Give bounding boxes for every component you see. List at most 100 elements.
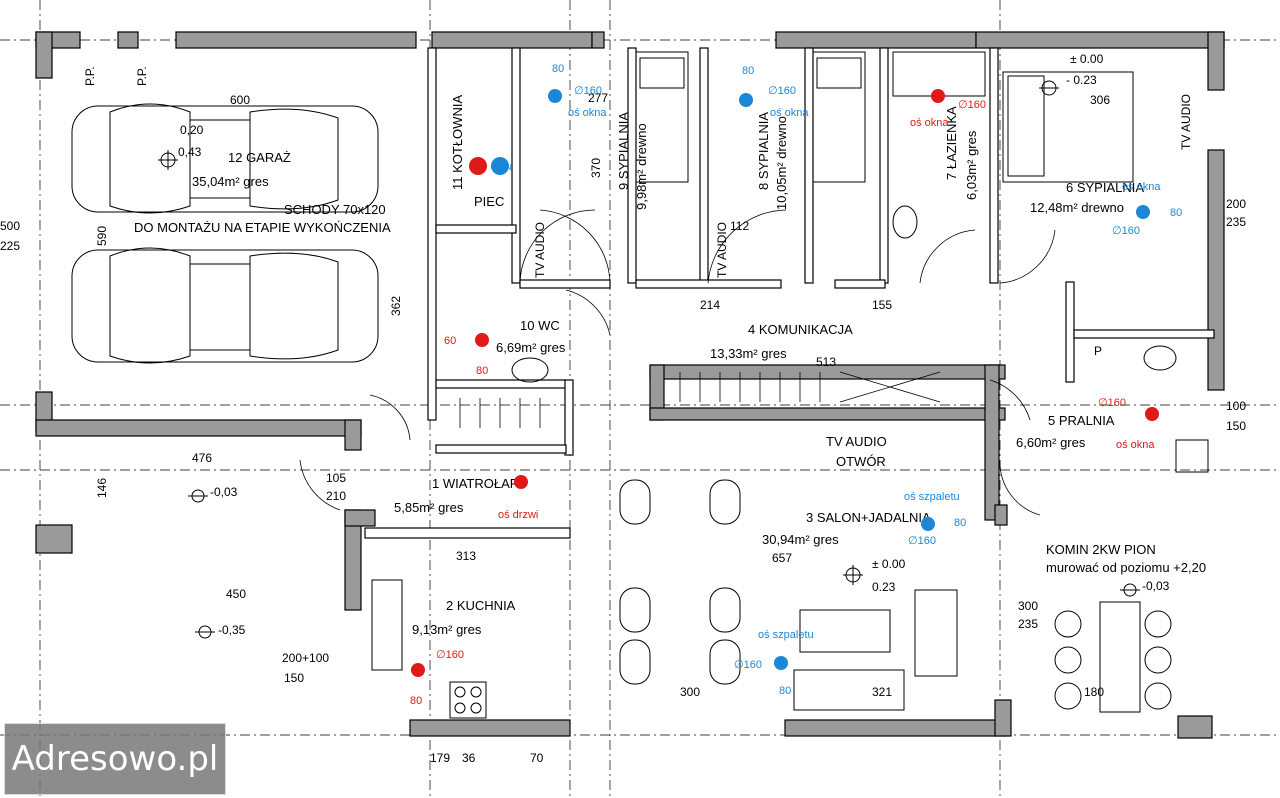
svg-text:300: 300 <box>1018 599 1038 613</box>
room-label-bedroom-9: 9 SYPIALNIA 9,98m² drewno <box>616 112 649 210</box>
level-label: 0.23 <box>872 580 896 594</box>
svg-text:105: 105 <box>326 471 346 485</box>
room-label-bedroom-6: 6 SYPIALNIA 12,48m² drewno <box>1030 180 1144 215</box>
level-label: -0,03 <box>210 485 238 499</box>
svg-text:235: 235 <box>1226 215 1246 229</box>
svg-text:9,98m² drewno: 9,98m² drewno <box>634 123 649 210</box>
svg-text:oś szpaletu: oś szpaletu <box>758 629 814 641</box>
level-label: 0,20 <box>180 123 204 137</box>
svg-text:70: 70 <box>530 751 544 765</box>
svg-text:80: 80 <box>742 65 754 77</box>
svg-text:362: 362 <box>389 296 403 316</box>
note-boiler: PIEC <box>474 194 504 209</box>
svg-text:6 SYPIALNIA: 6 SYPIALNIA <box>1066 180 1144 195</box>
svg-text:370: 370 <box>589 158 603 178</box>
svg-text:6,60m² gres: 6,60m² gres <box>1016 435 1086 450</box>
svg-text:210: 210 <box>326 489 346 503</box>
pipe-markers-red: oś okna oś okna oś drzwi ∅160 ∅160 ∅160 … <box>410 89 1159 707</box>
svg-text:80: 80 <box>1170 207 1182 219</box>
svg-text:4 KOMUNIKACJA: 4 KOMUNIKACJA <box>748 322 853 337</box>
dimension-labels: 600 500 225 590 362 476 146 105 210 450 … <box>0 91 1246 765</box>
level-label: ± 0.00 <box>1070 52 1104 66</box>
svg-text:450: 450 <box>226 587 246 601</box>
svg-text:313: 313 <box>456 549 476 563</box>
chairs <box>619 479 1172 710</box>
svg-text:5,85m² gres: 5,85m² gres <box>394 500 464 515</box>
svg-text:100: 100 <box>1226 399 1246 413</box>
svg-text:oś okna: oś okna <box>1116 439 1155 451</box>
level-label: 0,43 <box>178 145 202 159</box>
svg-text:∅160: ∅160 <box>734 659 762 671</box>
tv-audio-2: TV AUDIO <box>715 222 729 278</box>
svg-text:12,48m² drewno: 12,48m² drewno <box>1030 200 1124 215</box>
tv-audio-1: TV AUDIO <box>533 222 547 278</box>
level-label: -0,35 <box>218 623 246 637</box>
svg-text:oś okna: oś okna <box>770 107 809 119</box>
svg-text:3 SALON+JADALNIA: 3 SALON+JADALNIA <box>806 510 931 525</box>
svg-text:306: 306 <box>1090 93 1110 107</box>
walls <box>35 31 1225 739</box>
svg-text:657: 657 <box>772 551 792 565</box>
svg-text:30,94m² gres: 30,94m² gres <box>762 532 839 547</box>
note-chimney-level: murować od poziomu +2,20 <box>1046 560 1206 575</box>
room-label-bedroom-8: 8 SYPIALNIA 10,05m² drewno <box>756 112 789 210</box>
svg-text:∅160: ∅160 <box>1098 397 1126 409</box>
svg-text:∅160: ∅160 <box>958 99 986 111</box>
svg-text:80: 80 <box>954 517 966 529</box>
partitions <box>364 47 1215 539</box>
svg-text:12 GARAŻ: 12 GARAŻ <box>228 150 291 165</box>
room-label-kitchen: 2 KUCHNIA 9,13m² gres <box>412 598 516 637</box>
note-opening: OTWÓR <box>836 454 886 469</box>
room-label-hall: 4 KOMUNIKACJA 13,33m² gres <box>710 322 853 361</box>
garage-car-bottom <box>71 247 379 364</box>
level-label: ± 0.00 <box>872 557 906 571</box>
svg-text:∅160: ∅160 <box>574 85 602 97</box>
pp-label-2: P.P. <box>135 66 149 86</box>
level-label: - 0.23 <box>1066 73 1097 87</box>
svg-text:180: 180 <box>1084 685 1104 699</box>
svg-text:PION: PION <box>492 163 512 172</box>
svg-text:11 KOTŁOWNIA: 11 KOTŁOWNIA <box>450 95 465 190</box>
door-swings <box>299 209 1056 516</box>
svg-text:476: 476 <box>192 451 212 465</box>
beds <box>635 51 1134 183</box>
level-label: -0,03 <box>1142 579 1170 593</box>
note-installation: DO MONTAŻU NA ETAPIE WYKOŃCZENIA <box>134 220 391 235</box>
svg-text:2 KUCHNIA: 2 KUCHNIA <box>446 598 516 613</box>
svg-text:150: 150 <box>284 671 304 685</box>
room-label-living: 3 SALON+JADALNIA 30,94m² gres <box>762 510 931 547</box>
svg-text:235: 235 <box>1018 617 1038 631</box>
fixtures <box>371 51 1209 719</box>
level-markers <box>158 80 1140 639</box>
svg-text:80: 80 <box>410 695 422 707</box>
svg-text:225: 225 <box>0 239 20 253</box>
svg-text:∅160: ∅160 <box>908 535 936 547</box>
room-label-bathroom: 7 ŁAZIENKA 6,03m² gres <box>944 106 979 200</box>
garage-car-top <box>71 103 379 214</box>
svg-text:oś okna: oś okna <box>1122 181 1161 193</box>
svg-text:13,33m² gres: 13,33m² gres <box>710 346 787 361</box>
svg-text:8 SYPIALNIA: 8 SYPIALNIA <box>756 112 771 190</box>
svg-text:600: 600 <box>230 93 250 107</box>
svg-text:60: 60 <box>444 335 456 347</box>
svg-text:200: 200 <box>1226 197 1246 211</box>
note-stairs: SCHODY 70x120 <box>284 202 386 217</box>
svg-text:300: 300 <box>680 685 700 699</box>
svg-text:9 SYPIALNIA: 9 SYPIALNIA <box>616 112 631 190</box>
svg-text:200+100: 200+100 <box>282 651 329 665</box>
svg-text:6,03m² gres: 6,03m² gres <box>964 130 979 200</box>
svg-text:10,05m² drewno: 10,05m² drewno <box>774 116 789 210</box>
tv-audio-3: TV AUDIO <box>1179 94 1193 150</box>
svg-text:5 PRALNIA: 5 PRALNIA <box>1048 413 1115 428</box>
svg-text:112: 112 <box>730 219 749 233</box>
svg-text:500: 500 <box>0 219 20 233</box>
note-tv-audio: TV AUDIO <box>826 434 887 449</box>
room-label-vestibule: 1 WIATROŁAP 5,85m² gres <box>394 476 518 515</box>
svg-text:∅160: ∅160 <box>768 85 796 97</box>
svg-text:80: 80 <box>476 365 488 377</box>
svg-text:155: 155 <box>872 298 892 312</box>
svg-text:oś okna: oś okna <box>568 107 607 119</box>
ventilation-mark: P <box>1094 344 1102 358</box>
stair-treads <box>459 371 941 428</box>
svg-text:6,69m² gres: 6,69m² gres <box>496 340 566 355</box>
